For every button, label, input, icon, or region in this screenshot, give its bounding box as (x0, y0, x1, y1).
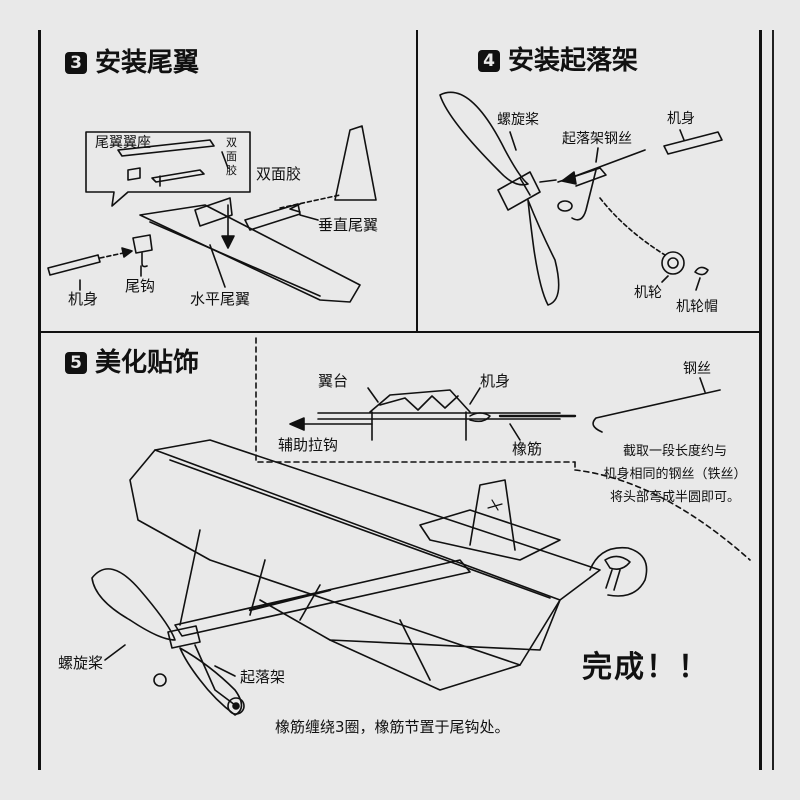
finished-airplane (91, 439, 648, 716)
label-wheel-cap: 机轮帽 (676, 299, 718, 315)
step5-number-badge: 5 (65, 352, 87, 374)
horizontal-stabilizer (139, 204, 361, 303)
label-fuselage-step4: 机身 (667, 111, 695, 127)
step4-heading: 4 安装起落架 (478, 48, 638, 74)
label-propeller-step4: 螺旋桨 (497, 112, 539, 128)
main-wing (154, 439, 601, 601)
tail-hook-part (132, 234, 153, 254)
label-aux-hook: 辅助拉钩 (278, 436, 339, 454)
landing-gear-wire (571, 169, 597, 221)
steel-wire-note: 截取一段长度约与 机身相同的钢丝（铁丝） 将头部弯成半圆即可。 (603, 444, 747, 505)
landing-wheel (227, 697, 245, 715)
step3-fuselage-stick (47, 254, 101, 276)
label-landing-gear: 起落架 (240, 668, 286, 686)
label-double-tape-small: 双 面 胶 (226, 136, 237, 177)
fuselage-stick (174, 559, 471, 637)
section-divider-horizontal (40, 331, 760, 333)
tail-seat-callout (85, 131, 251, 207)
propeller-blade-bottom (179, 647, 243, 716)
completed-text: 完成！！ (582, 650, 710, 685)
label-propeller: 螺旋桨 (58, 654, 104, 672)
step3-heading: 3 安装尾翼 (65, 50, 199, 76)
knot-detail (589, 546, 648, 597)
label-tail-hook: 尾钩 (125, 277, 156, 295)
label-rubber-band: 橡筋 (512, 440, 543, 458)
label-steel-wire: 钢丝 (683, 361, 711, 377)
steel-wire-piece (592, 389, 721, 433)
label-wing-mount: 翼台 (318, 372, 349, 390)
step3-title: 安装尾翼 (95, 48, 200, 78)
label-fuselage-step5: 机身 (480, 372, 511, 390)
label-tail-seat: 尾翼翼座 (95, 135, 151, 151)
step5-detail-inset (255, 337, 751, 561)
wheel-cap (694, 266, 709, 276)
step4-propeller-blade-bottom (527, 199, 560, 306)
step4-title: 安装起落架 (508, 46, 639, 76)
label-landing-gear-wire: 起落架钢丝 (562, 131, 632, 147)
step4-propeller-blade-top (439, 91, 529, 186)
page-edge-line (772, 30, 774, 770)
label-vertical-tail: 垂直尾翼 (318, 216, 379, 234)
section-divider-vertical (416, 30, 418, 332)
label-fuselage-step3: 机身 (68, 290, 99, 308)
wheel (661, 251, 685, 275)
propeller-blade-top (91, 568, 176, 641)
label-wheel: 机轮 (634, 285, 662, 301)
step4-illustration (439, 91, 723, 306)
page-frame (38, 30, 762, 770)
step3-illustration (47, 125, 377, 303)
vertical-fin (469, 479, 516, 551)
step5-heading: 5 美化贴饰 (65, 350, 199, 376)
step5-title: 美化贴饰 (95, 348, 200, 378)
label-horizontal-tail: 水平尾翼 (190, 290, 251, 308)
rubber-band-caption: 橡筋缠绕3圈，橡筋节置于尾钩处。 (275, 718, 510, 736)
step4-fuselage-stick (663, 131, 723, 155)
step3-number-badge: 3 (65, 52, 87, 74)
vertical-tail (334, 125, 377, 201)
label-double-tape: 双面胶 (256, 165, 302, 183)
step4-number-badge: 4 (478, 50, 500, 72)
horizontal-tail (419, 509, 561, 561)
